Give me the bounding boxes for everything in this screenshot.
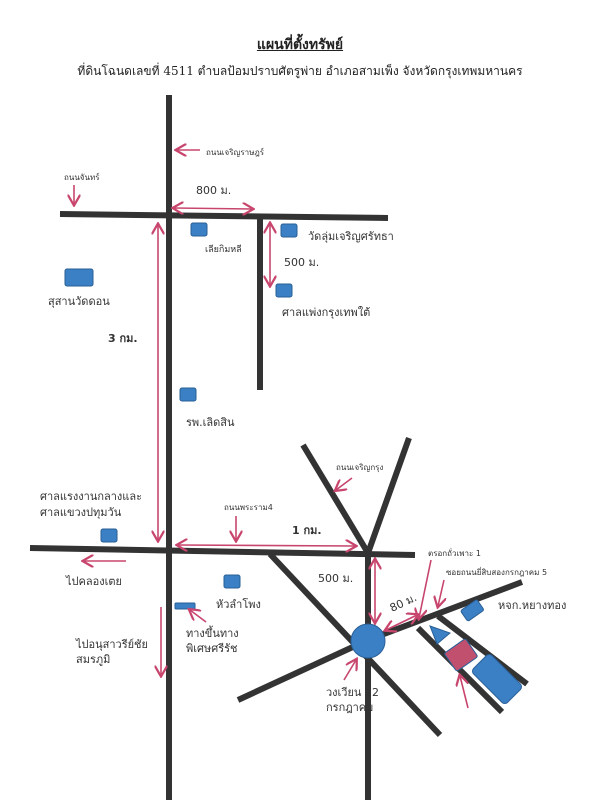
label-expressway-1: ทางขึ้นทาง [186,625,239,640]
hua-lamphong-marker [223,574,241,589]
label-labour-court-1: ศาลแรงงานกลางและ [40,490,142,503]
susan-marker [64,268,94,287]
label-soi: ซอยถนนยี่สิบสองกรกฎาคม 5 [446,566,547,577]
sala-phaeng-marker [275,283,293,298]
label-susan: สุสานวัดดอน [48,295,110,308]
road-charoen-krung-right [365,436,412,555]
label-rama4: ถนนพระราม4 [224,503,273,512]
label-trok: ตรอกถั่วเพาะ 1 [428,547,481,558]
road-rama4 [29,545,416,558]
label-circle-1: วงเวียน 22 [326,686,379,699]
label-80m: 80 ม. [388,591,419,615]
road-charoen-krung-left [300,443,371,555]
labour-court-marker [100,528,118,543]
label-expressway-2: พิเศษศรีรัช [186,642,238,655]
label-charoen-krung: ถนนเจริญกรุง [336,463,383,472]
map-title: แผนที่ตั้งทรัพย์ [256,37,344,53]
label-3km: 3 กม. [108,332,138,345]
triangle-marker [429,625,451,645]
roads [29,95,529,800]
lia-marker [190,222,208,237]
yang-thong-marker [460,599,484,622]
expressway-marker [174,602,196,610]
label-800m: 800 ม. [196,184,231,197]
road-southwest [236,637,370,703]
label-to-khlong-toei: ไปคลองเตย [65,575,122,588]
soi-line-1 [415,625,505,715]
label-sala-phaeng: ศาลแพ่งกรุงเทพใต้ [282,306,370,319]
soi-line-2 [436,613,529,687]
map-subtitle: ที่ดินโฉนดเลขที่ 4511 ตำบลป้อมปราบศัตรูพ… [77,64,523,78]
label-yang-thong: หจก.หยางทอง [498,599,566,612]
wat-lum-marker [280,223,298,238]
label-hua-lamphong: หัวลำโพง [216,597,261,611]
label-to-victory-2: สมรภูมิ [76,653,110,666]
label-500m-a: 500 ม. [284,256,319,269]
building-marker [471,653,523,705]
label-charoen-rat: ถนนเจริญราษฎร์ [206,147,265,157]
label-500m-b: 500 ม. [318,572,353,585]
label-circle-2: กรกฎาคม [326,701,373,714]
hospital-marker [179,387,197,402]
property-marker [444,638,478,672]
label-1km: 1 กม. [292,524,322,537]
label-lia: เลียกิมหลี [205,244,242,255]
circle-marker [350,623,386,659]
label-hospital: รพ.เลิดสิน [186,416,235,429]
label-to-victory-1: ไปอนุสาวรีย์ชัย [75,638,148,651]
road-chan [59,211,389,221]
label-wat-lum: วัดลุ่มเจริญศรัทธา [308,230,394,243]
arrows [74,150,469,709]
label-chan: ถนนจันทร์ [64,172,100,182]
label-labour-court-2: ศาลแขวงปทุมวัน [40,506,122,519]
